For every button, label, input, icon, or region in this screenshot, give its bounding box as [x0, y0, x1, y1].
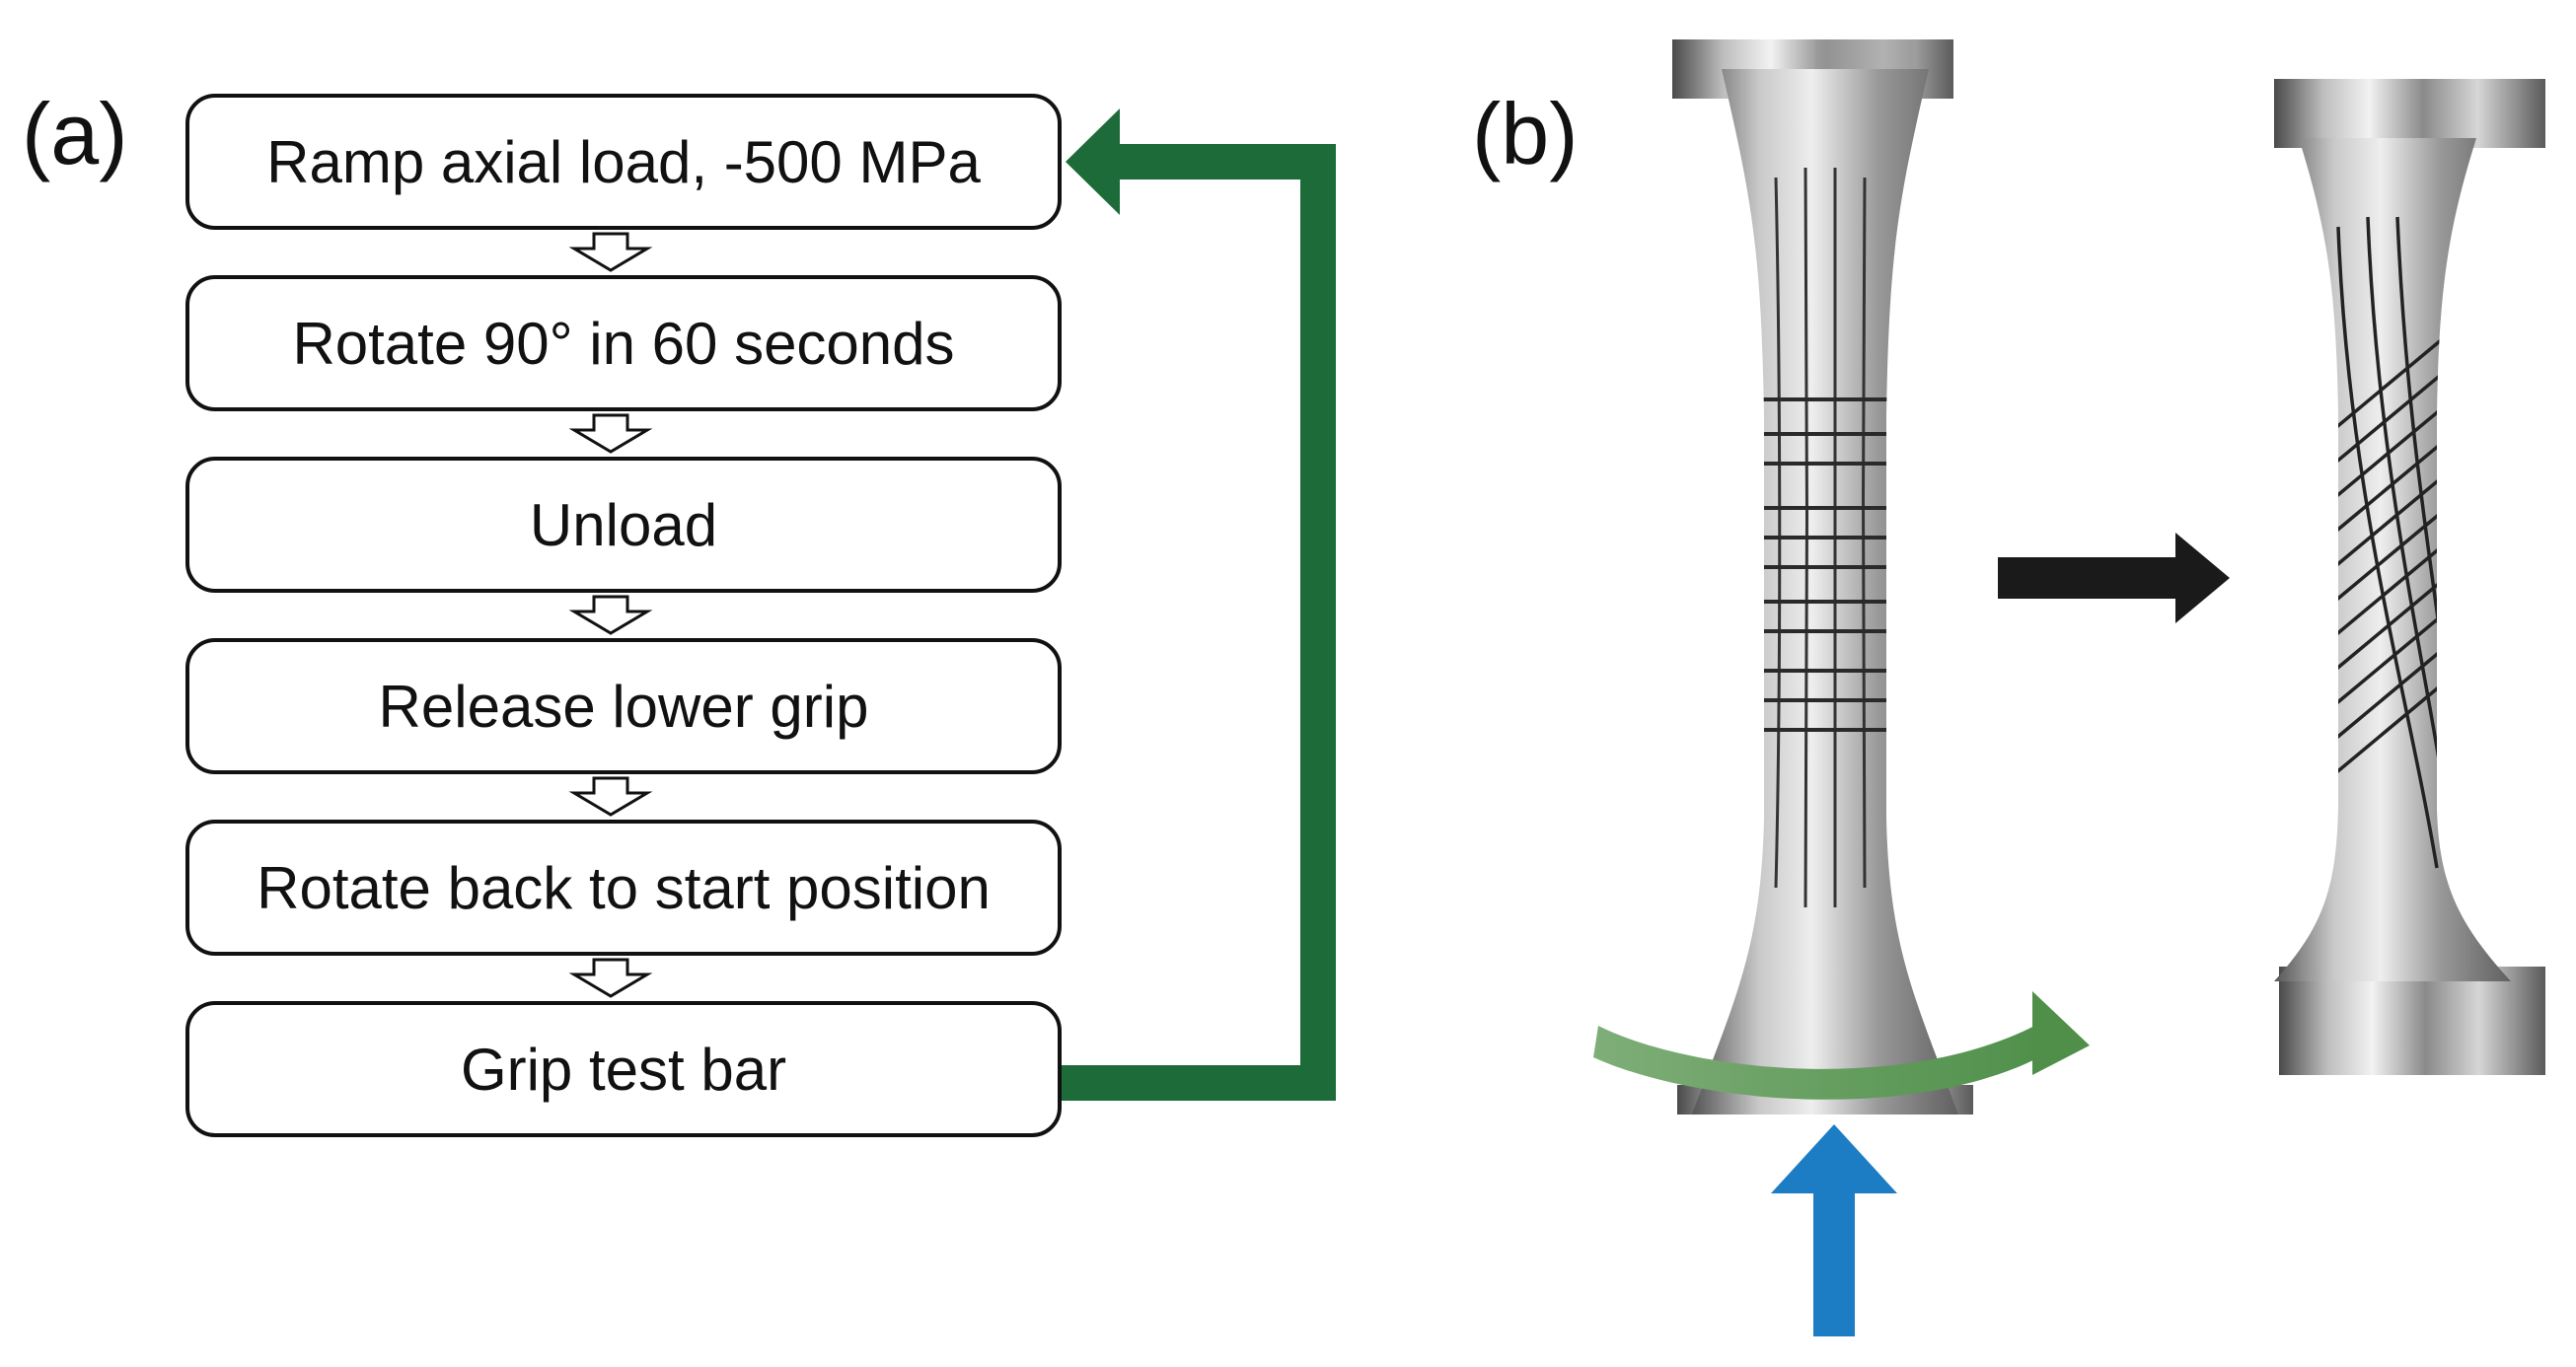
flow-arrow-3: [568, 595, 653, 635]
loop-arrow: [1062, 108, 1336, 1101]
rotation-arrow: [1593, 991, 2090, 1100]
step-label: Grip test bar: [460, 1036, 787, 1103]
step-ramp-axial-load: Ramp axial load, -500 MPa: [185, 94, 1062, 230]
flow-arrow-1: [568, 232, 653, 272]
step-label: Unload: [529, 491, 718, 558]
step-unload: Unload: [185, 457, 1062, 593]
panel-label-a: (a): [22, 85, 128, 182]
step-rotate-90: Rotate 90° in 60 seconds: [185, 275, 1062, 411]
axial-load-arrow: [1771, 1124, 1897, 1336]
panel-label-b: (b): [1472, 85, 1579, 182]
transition-arrow: [1998, 533, 2230, 623]
flow-arrow-2: [568, 413, 653, 454]
flow-arrow-4: [568, 776, 653, 817]
specimen-photo-left: [1672, 39, 1973, 1115]
step-label: Ramp axial load, -500 MPa: [266, 128, 981, 195]
step-label: Rotate back to start position: [257, 854, 991, 921]
step-label: Release lower grip: [378, 673, 869, 740]
step-rotate-back: Rotate back to start position: [185, 820, 1062, 956]
step-label: Rotate 90° in 60 seconds: [292, 310, 955, 377]
specimen-photo-right: [2274, 79, 2545, 1075]
flow-arrows: [568, 232, 653, 998]
flow-arrow-5: [568, 958, 653, 998]
step-release-lower-grip: Release lower grip: [185, 638, 1062, 774]
step-grip-test-bar: Grip test bar: [185, 1001, 1062, 1137]
